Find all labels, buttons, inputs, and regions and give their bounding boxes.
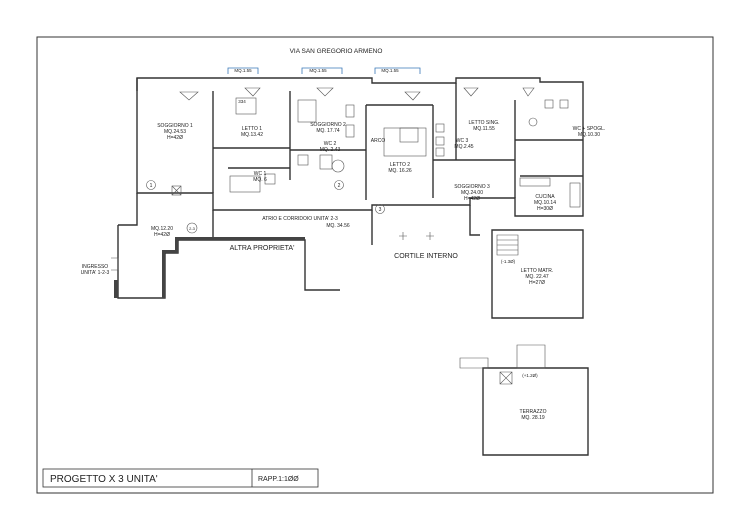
soggiorno-3-area: MQ.24.00 [461,190,483,196]
street-windows: MQ.1.55 MQ.1.55 MQ.1.55 [227,67,421,74]
letto-2-area: MQ. 16.26 [388,168,412,174]
cucina-area: MQ.10.14 [534,200,556,206]
lower-right-wing [491,229,584,319]
soggiorno-2-area: MQ. 17.74 [316,128,340,134]
section-markers: 1 2 3 2-3 [146,180,385,234]
letto-sing-area: MQ.11.55 [473,126,495,132]
ingresso-units: UNITA' 1-2-3 [81,270,110,276]
wc-2-name: WC 2 [324,141,337,147]
letto-1-name: LETTO 1 [242,126,262,132]
soggiorno-3-height: H=42Ø [464,196,480,202]
cucina-name: CUCINA [535,194,555,200]
sheet-border [36,36,714,494]
marker-2: 2 [338,183,341,189]
marker-1-circle [146,180,156,190]
cortile-interno-label: CORTILE INTERNO [394,253,458,260]
wc-spogl-name: WC + SPOGL. [573,126,606,132]
soggiorno-3-name: SOGGIORNO 3 [454,184,490,190]
wc-spogl-area: MQ.10.30 [578,132,600,138]
wc-1-name: WC 1 [254,171,267,177]
marker-2-3: 2-3 [189,226,196,231]
title-block: PROGETTO X 3 UNITA' RAPP.1:1ØØ [42,468,319,488]
soggiorno-1-area: MQ.24.53 [164,129,186,135]
atrio-name: ATRIO E CORRIDOIO UNITA' 2-3 [262,216,338,222]
soggiorno-1-height: H=42Ø [167,135,183,141]
letto-2-name: LETTO 2 [390,162,410,168]
drawing-scale: RAPP.1:1ØØ [258,476,299,483]
terrazzo-area: MQ. 28.19 [521,415,545,421]
window-area-2: MQ.1.55 [309,68,327,73]
marker-2-3-circle [186,222,198,234]
altra-proprieta-label: ALTRA PROPRIETA' [230,245,295,252]
marker-3: 3 [379,207,382,213]
project-title: PROGETTO X 3 UNITA' [50,474,158,485]
level-note-2: (+1.2Ø) [522,373,538,378]
letto-sing-name: LETTO SING. [468,120,499,126]
soggiorno-2-name: SOGGIORNO 2 [310,122,346,128]
letto-matr-name: LETTO MATR. [521,268,554,274]
landing-height: H=42Ø [154,232,170,238]
letto-1-area: MQ.13.42 [241,132,263,138]
building-walls [117,77,584,299]
terrace [459,344,589,456]
wc-3-area: MQ.2.45 [454,144,473,150]
landing-area: MQ.12.20 [151,226,173,232]
marker-2-circle [334,180,344,190]
level-note-1: (-1.3Ø) [501,259,516,264]
marker-1: 1 [150,183,153,189]
altra-proprieta-boundary [114,237,305,298]
arco-label: ARCO [371,138,386,144]
wc-2-area: MQ. 2.43 [320,147,341,153]
soggiorno-1-name: SOGGIORNO 1 [157,123,193,129]
marker-3-circle [375,204,385,214]
letto-matr-height: H=27Ø [529,280,545,286]
room-labels: SOGGIORNO 1 MQ.24.53 H=42Ø LETTO 1 MQ.13… [81,120,606,421]
letto-matr-area: MQ. 22.47 [525,274,549,280]
cucina-height: H=30Ø [537,206,553,212]
dimension-334: 334 [238,99,246,104]
wc-3-name: WC 3 [456,138,469,144]
fixtures [111,87,581,271]
window-area-3: MQ.1.55 [381,68,399,73]
wc-1-area: MQ. 6 [253,177,267,183]
atrio-area: MQ. 34.56 [326,223,350,229]
terrazzo-name: TERRAZZO [520,409,547,415]
window-area-1: MQ.1.55 [234,68,252,73]
street-name: VIA SAN GREGORIO ARMENO [290,48,383,55]
ingresso-name: INGRESSO [82,264,109,270]
